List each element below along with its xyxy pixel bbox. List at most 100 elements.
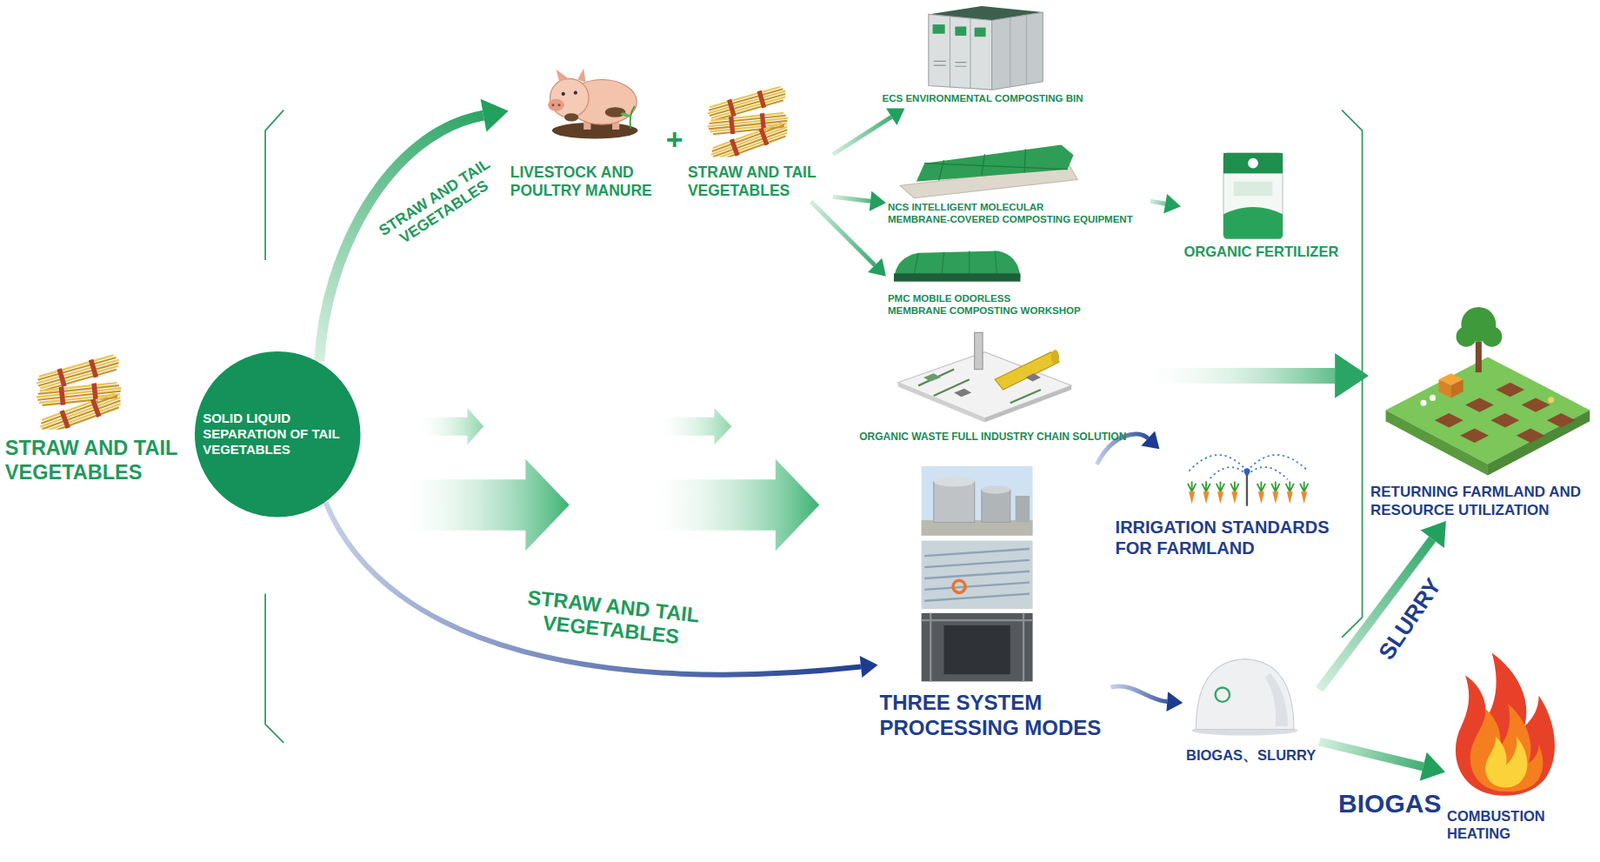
pig-icon — [564, 113, 579, 121]
node-label: STRAW AND TAIL VEGETABLES — [5, 435, 187, 485]
line-spacer — [1077, 201, 1149, 214]
industry-chain-plant — [1025, 373, 1041, 381]
farmland-icon — [1481, 326, 1502, 347]
flow-arrow — [325, 502, 878, 679]
node-label: NCS INTELLIGENT MOLECULAR MEMBRANE-COVER… — [887, 201, 1149, 227]
composting-bin — [950, 15, 1027, 89]
composting-bin — [933, 24, 946, 34]
arrow-head — [869, 191, 887, 212]
membrane-workshop — [893, 251, 1021, 282]
pig-icon — [547, 68, 638, 140]
process-node: STRAW AND TAIL VEGETABLES — [3, 352, 188, 487]
node-label: COMBUSTION HEATING — [1446, 807, 1556, 843]
bracket — [265, 593, 284, 743]
flow-decoration — [393, 407, 820, 551]
process-node: STRAW AND TAIL VEGETABLES — [686, 83, 834, 202]
industry-chain-plant — [984, 385, 1072, 422]
fertilizer-bag — [1233, 181, 1274, 196]
industry-chain-plant — [953, 388, 972, 397]
process-node: NCS INTELLIGENT MOLECULAR MEMBRANE-COVER… — [886, 139, 1151, 228]
irrigation-icon — [1188, 491, 1307, 504]
edge-label: SLURRY — [1373, 573, 1447, 666]
farmland-icon — [1439, 379, 1452, 398]
processing-photos — [921, 613, 1034, 682]
irrigation-icon — [1187, 481, 1308, 493]
membrane-equipment — [900, 145, 1078, 199]
node-label: LIVESTOCK AND POULTRY MANURE — [510, 163, 659, 200]
flame-icon — [1470, 703, 1544, 792]
flow-decoration — [653, 407, 732, 445]
arrow-head — [1166, 691, 1183, 712]
flow-line — [833, 196, 871, 201]
industry-chain-plant — [994, 352, 1060, 390]
processing-photos — [921, 466, 1034, 681]
biogas-dome — [1215, 686, 1230, 701]
flow-line — [1319, 741, 1424, 767]
processing-photos — [943, 625, 1010, 674]
node-label: IRRIGATION STANDARDS FOR FARMLAND — [1115, 516, 1342, 559]
pig-icon — [558, 103, 561, 107]
arrow-head — [886, 108, 905, 126]
flow-line — [1111, 686, 1168, 702]
fertilizer-bag — [1223, 206, 1283, 239]
node-label: THREE SYSTEM PROCESSING MODES — [880, 690, 1110, 741]
node-label: SOLID LIQUID SEPARATION OF TAIL VEGETABL… — [202, 410, 353, 458]
fertilizer-bag — [1223, 153, 1283, 240]
flow-arrow — [811, 201, 887, 277]
process-node: RETURNING FARMLAND AND RESOURCE UTILIZAT… — [1368, 304, 1590, 521]
flow-arrow — [1150, 193, 1181, 214]
processing-photos — [921, 466, 1034, 536]
flow-arrow — [1319, 741, 1446, 781]
processing-photos — [981, 489, 1011, 523]
node-label: PMC MOBILE ODORLESS MEMBRANE COMPOSTING … — [887, 293, 1097, 318]
industry-chain-plant — [923, 373, 941, 381]
process-node: BIOGAS、SLURRY — [1182, 656, 1320, 767]
fertilizer-bag — [1223, 153, 1283, 174]
membrane-equipment — [916, 145, 1074, 182]
node-label: BIOGAS、SLURRY — [1185, 746, 1317, 765]
farmland-icon — [1547, 396, 1554, 403]
process-node: IRRIGATION STANDARDS FOR FARMLAND — [1113, 448, 1344, 560]
arrow-head — [480, 99, 509, 133]
biogas-dome — [1195, 659, 1294, 730]
flow-decoration — [413, 407, 484, 445]
industry-chain-plant — [974, 332, 983, 369]
composting-bin — [954, 26, 967, 36]
flow-line — [811, 201, 876, 266]
edge-label: BIOGAS — [1338, 787, 1441, 819]
flow-decoration — [642, 459, 820, 552]
node-label: RETURNING FARMLAND AND RESOURCE UTILIZAT… — [1370, 483, 1588, 520]
membrane-workshop — [913, 251, 997, 274]
flow-decoration — [393, 459, 570, 552]
farmland-icon — [1456, 326, 1477, 347]
industry-chain-plant — [898, 352, 1072, 419]
processing-photos — [953, 580, 966, 593]
node-label: ORGANIC FERTILIZER — [1183, 243, 1340, 261]
farmland-icon — [1451, 379, 1464, 398]
flame-icon — [1485, 736, 1527, 788]
composting-bin — [992, 12, 1044, 90]
biogas-dome — [1265, 673, 1288, 727]
flow-line — [833, 116, 892, 154]
irrigation-icon — [1246, 471, 1248, 507]
arrow-head — [1163, 193, 1181, 214]
processing-photos — [933, 481, 975, 523]
irrigation-icon — [1187, 454, 1308, 507]
farmland-icon — [1386, 306, 1591, 476]
pig-icon — [547, 99, 565, 112]
process-node: ORGANIC FERTILIZER — [1180, 148, 1342, 264]
farmland-icon — [1386, 356, 1591, 464]
node-label: ORGANIC WASTE FULL INDUSTRY CHAIN SOLUTI… — [858, 430, 1127, 443]
process-node: COMBUSTION HEATING — [1445, 653, 1566, 845]
process-node: ECS ENVIRONMENTAL COMPOSTING BIN — [880, 3, 1086, 109]
circle-shape — [194, 350, 361, 517]
pig-icon — [620, 112, 632, 117]
pig-icon — [556, 68, 587, 83]
flow-line — [1129, 367, 1335, 384]
process-node: PMC MOBILE ODORLESS MEMBRANE COMPOSTING … — [886, 247, 1099, 319]
biogas-dome — [1192, 659, 1299, 736]
irrigation-icon — [1243, 467, 1250, 474]
separation-circle: SOLID LIQUID SEPARATION OF TAIL VEGETABL… — [193, 350, 361, 518]
flow-arrow — [319, 99, 508, 362]
node-label: STRAW AND TAIL VEGETABLES — [687, 163, 832, 200]
